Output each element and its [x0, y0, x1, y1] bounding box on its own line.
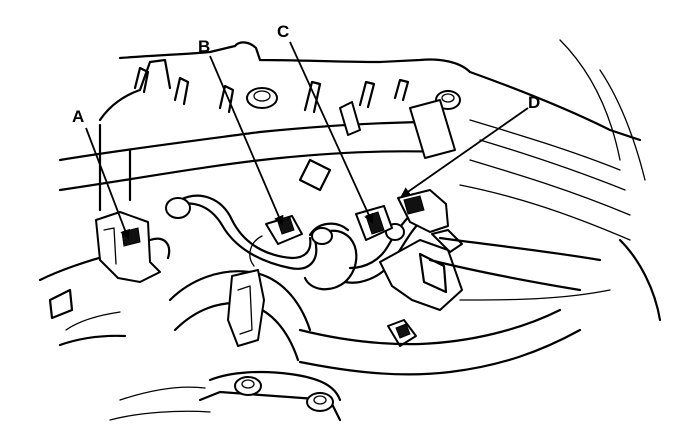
top-bolt	[246, 87, 461, 110]
component-a-connector	[38, 211, 171, 347]
wire-harness	[165, 194, 422, 291]
callout-leaders	[85, 41, 529, 240]
callout-label-a: A	[72, 107, 84, 126]
air-duct	[168, 236, 611, 376]
leader-c	[289, 41, 374, 224]
intake-pipe	[58, 99, 456, 212]
component-d-assembly	[379, 189, 463, 347]
engine-block	[98, 39, 662, 322]
bottom-bracket	[109, 370, 342, 422]
callout-label-b: B	[198, 37, 210, 56]
callout-labels: A B C D	[72, 22, 540, 126]
leader-d	[400, 107, 529, 198]
callout-label-d: D	[528, 93, 540, 112]
leader-b	[209, 55, 284, 226]
callout-label-c: C	[277, 22, 289, 41]
leader-a	[85, 127, 130, 240]
cover-fins	[133, 66, 410, 114]
